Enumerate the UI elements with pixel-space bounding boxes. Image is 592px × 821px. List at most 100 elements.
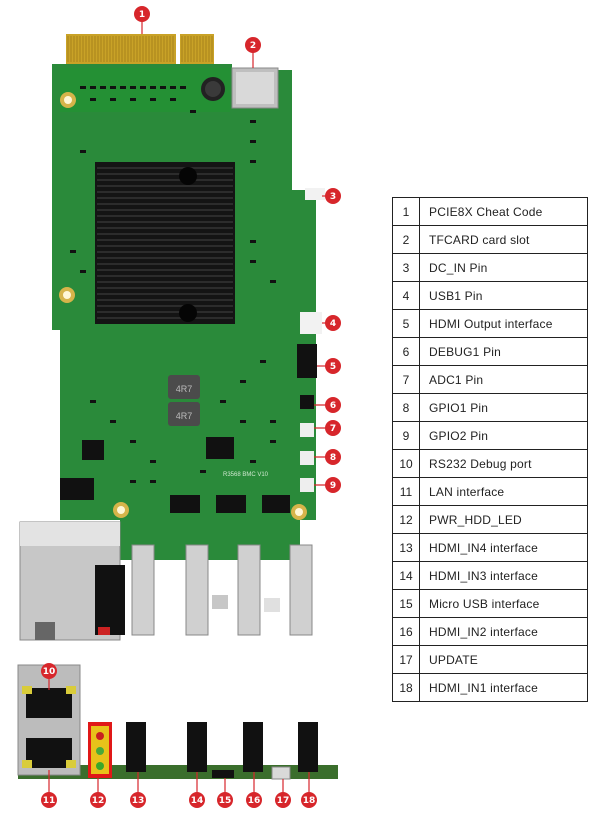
legend-number: 17 (392, 645, 420, 674)
callout-number: 13 (132, 796, 145, 806)
callout-number: 2 (250, 41, 256, 51)
legend-number: 16 (392, 617, 420, 646)
legend-label: HDMI_IN2 interface (419, 617, 588, 646)
legend-label: USB1 Pin (419, 281, 588, 310)
callout-badge (325, 397, 341, 413)
legend-number: 4 (392, 281, 420, 310)
legend-label: ADC1 Pin (419, 365, 588, 394)
hdmi-out-connector (297, 344, 317, 378)
legend-label: UPDATE (419, 645, 588, 674)
legend-number: 9 (392, 421, 420, 450)
callout-number: 18 (303, 796, 316, 806)
legend-label: HDMI_IN3 interface (419, 561, 588, 590)
board-model-label: R3568 BMC V10 (223, 472, 269, 478)
callout-number: 4 (330, 319, 336, 329)
legend-label: HDMI_IN4 interface (419, 533, 588, 562)
heatsink (95, 162, 235, 324)
legend-label: HDMI Output interface (419, 309, 588, 338)
mounting-holes (59, 92, 307, 520)
adc1-connector (300, 423, 314, 437)
hdmi-in-port (131, 544, 155, 636)
legend-label: PCIE8X Cheat Code (419, 197, 588, 226)
led-block (95, 565, 125, 635)
legend-number: 6 (392, 337, 420, 366)
callout-badge (325, 358, 341, 374)
callout-number: 5 (330, 362, 336, 372)
callout-badge (325, 188, 341, 204)
port-connector (212, 595, 228, 609)
callout-badge (246, 792, 262, 808)
ic-chip (82, 440, 104, 460)
usb1-connector (300, 312, 322, 334)
port-connector (264, 598, 280, 612)
legend-number: 8 (392, 393, 420, 422)
ic-chip (262, 495, 290, 513)
legend-number: 10 (392, 449, 420, 478)
tfcard-slot (231, 67, 279, 109)
legend-number: 2 (392, 225, 420, 254)
callout-badge (275, 792, 291, 808)
hdmi-in-port (289, 544, 313, 636)
inductor-2-label: 4R7 (176, 411, 193, 421)
ic-chip (170, 495, 200, 513)
legend-number: 15 (392, 589, 420, 618)
hdmi-in-port (237, 544, 261, 636)
callout-badge (325, 477, 341, 493)
gpio1-connector (300, 451, 314, 465)
legend-number: 7 (392, 365, 420, 394)
legend-label: DC_IN Pin (419, 253, 588, 282)
callout-number: 1 (139, 10, 145, 20)
callout-number: 3 (330, 192, 336, 202)
callout-badge (325, 420, 341, 436)
debug1-pins (300, 395, 314, 409)
callout-number: 9 (330, 481, 336, 491)
callout-badge (325, 315, 341, 331)
callout-badge (325, 449, 341, 465)
callout-badge (189, 792, 205, 808)
callout-badge (90, 792, 106, 808)
callout-number: 12 (92, 796, 105, 806)
legend-number: 5 (392, 309, 420, 338)
legend-label: Micro USB interface (419, 589, 588, 618)
callout-number: 10 (43, 667, 56, 677)
inductor-1: 4R7 (168, 375, 200, 399)
callout-badge (41, 663, 57, 679)
callout-badge (130, 792, 146, 808)
inductor-2: 4R7 (168, 402, 200, 426)
callout-badge (245, 37, 261, 53)
callout-number: 11 (43, 796, 56, 806)
callout-number: 8 (330, 453, 336, 463)
callout-number: 17 (277, 796, 290, 806)
dc-in-connector (305, 188, 325, 200)
legend-number: 3 (392, 253, 420, 282)
legend-label: GPIO2 Pin (419, 421, 588, 450)
legend-number: 13 (392, 533, 420, 562)
legend-number: 11 (392, 477, 420, 506)
legend-label: PWR_HDD_LED (419, 505, 588, 534)
inductor-1-label: 4R7 (176, 384, 193, 394)
front-panel (17, 664, 338, 780)
legend-label: DEBUG1 Pin (419, 337, 588, 366)
legend-number: 12 (392, 505, 420, 534)
pcie-gold-fingers (66, 34, 214, 64)
hdmi-in-port (185, 544, 209, 636)
legend-label: GPIO1 Pin (419, 393, 588, 422)
